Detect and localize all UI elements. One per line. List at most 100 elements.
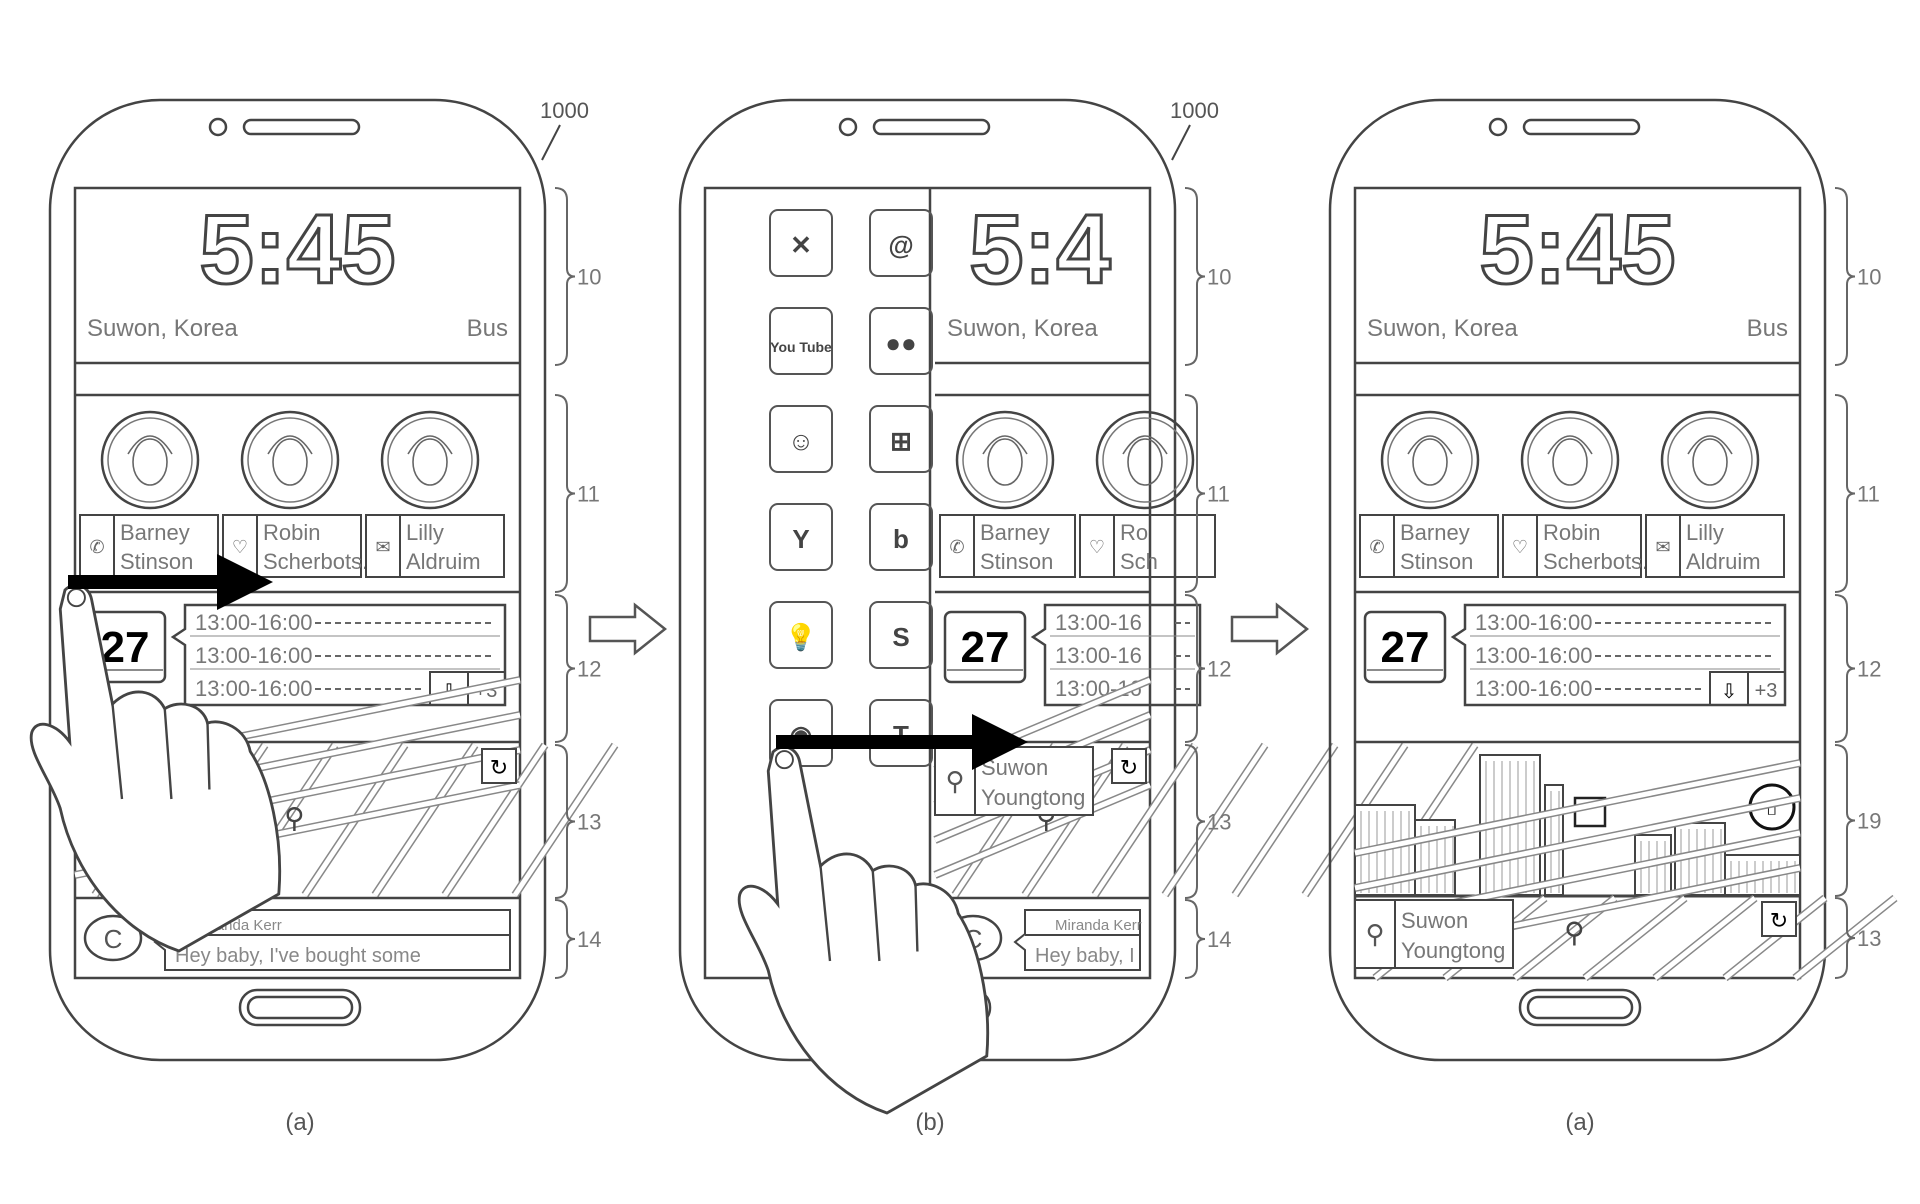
refresh-icon: ↻: [490, 755, 508, 780]
avatar-hair: [1687, 435, 1733, 455]
map-place-line2: Youngtong: [1401, 938, 1505, 963]
front-camera: [1488, 117, 1508, 137]
clock-time: 5:45: [1479, 194, 1675, 304]
map-road-fill: [1653, 896, 1757, 980]
region-label: 14: [577, 927, 601, 952]
event-time: 13:00-16:00: [195, 643, 312, 668]
screen: [1353, 186, 1802, 980]
speaker-grille: [1522, 118, 1641, 136]
location-label: Suwon, Korea: [1367, 315, 1518, 342]
fingertip: [66, 588, 86, 608]
event-time: 13:00-16:00: [195, 676, 312, 701]
region-label: 12: [577, 657, 601, 682]
events-bubble: [1450, 603, 1787, 707]
beats-icon: b: [893, 524, 909, 554]
avatar-face: [1412, 438, 1448, 486]
finger-lines: [111, 703, 211, 800]
home-button-inner: [1526, 995, 1634, 1020]
region-label: 11: [1857, 482, 1880, 507]
contact-chip: [939, 514, 1076, 578]
home-button: [1518, 988, 1642, 1027]
phone-body: [1328, 98, 1827, 1062]
contact-first-name: Barney: [980, 520, 1050, 545]
contact-first-name: Barney: [120, 520, 190, 545]
contact-last-name: Stinson: [1400, 549, 1473, 574]
swiping-hand: [29, 583, 282, 953]
yahoo-icon: Y: [792, 524, 809, 554]
avatar: [380, 410, 480, 510]
region-brace: [554, 187, 576, 366]
device-ref-label: 1000: [540, 98, 589, 123]
calendar-date-box: [1363, 610, 1447, 684]
refresh-icon: ↻: [1770, 908, 1788, 933]
contact-last-name: Sch: [1120, 549, 1158, 574]
avatar-hair: [267, 435, 313, 455]
avatar-hair: [407, 435, 453, 455]
avatar: [1095, 410, 1195, 510]
contact-last-name: Aldruim: [406, 549, 481, 574]
more-events-count: +3: [1755, 680, 1778, 702]
device-ref-label: 1000: [1170, 98, 1219, 123]
more-events-box: [1747, 671, 1786, 706]
panel-caption: (a): [285, 1109, 314, 1136]
calendar-day: 27: [961, 623, 1010, 672]
message-preview: Hey baby, I've bought some: [175, 945, 421, 967]
map-road-fill: [442, 743, 548, 897]
avatar-inner: [1527, 417, 1613, 503]
phone-icon: ✆: [949, 537, 964, 557]
app-icon-skype: [869, 601, 933, 669]
avatar: [1520, 410, 1620, 510]
avatar-hair: [1547, 435, 1593, 455]
avatar-hair: [1122, 435, 1168, 455]
home-button: [238, 988, 362, 1027]
contact-chip: [222, 514, 362, 578]
transition-arrow-b-to-a: [1230, 602, 1310, 656]
app-icon-windows: [869, 405, 933, 473]
region-label: 13: [1207, 810, 1231, 835]
messenger-icon: [83, 914, 143, 962]
download-icon: ⇩: [1721, 681, 1738, 703]
app-icon-xing: [769, 209, 833, 277]
device-ref-leader: [1171, 124, 1191, 161]
device-ref-leader: [541, 124, 561, 161]
avatar: [1660, 410, 1760, 510]
region-label: 11: [1207, 482, 1230, 507]
contact-first-name: Ro: [1120, 520, 1148, 545]
map-road-fill: [1354, 760, 1801, 856]
refresh-button: [1761, 901, 1797, 937]
region-label: 10: [1207, 265, 1231, 290]
events-bubble: [170, 603, 507, 707]
location-label: Suwon, Korea: [947, 315, 1098, 342]
skype-icon: S: [892, 622, 909, 652]
contact-first-name: Robin: [263, 520, 320, 545]
avatar-face: [1127, 438, 1163, 486]
map-place-line1: Suwon: [981, 755, 1048, 780]
region-label: 12: [1207, 657, 1231, 682]
map-pin-icon: ⚲: [284, 803, 305, 834]
map-road-fill: [372, 743, 478, 897]
event-time: 13:00-16:00: [1475, 676, 1592, 701]
region-brace: [554, 744, 576, 899]
map-road-fill: [1583, 896, 1687, 980]
transition-arrow-a-to-b: [588, 602, 668, 656]
region-brace: [1184, 187, 1206, 366]
region-brace: [1184, 899, 1206, 979]
avatar: [240, 410, 340, 510]
chat-bubble-icon: ♡: [1089, 537, 1105, 557]
avatar-hair: [1407, 435, 1453, 455]
avatar-inner: [962, 417, 1048, 503]
windows-icon: ⊞: [890, 426, 912, 456]
region-label: 14: [1207, 927, 1231, 952]
app-icon-yahoo: [769, 503, 833, 571]
contact-chip: [1359, 514, 1499, 578]
avatar-inner: [1667, 417, 1753, 503]
panel-caption: (a): [1565, 1109, 1594, 1136]
map-road-fill: [1162, 743, 1268, 897]
location-pin-icon: ⚲: [945, 766, 964, 796]
map-pin-icon: ⚲: [1564, 917, 1585, 948]
front-camera: [838, 117, 858, 137]
location-pin-icon: ⚲: [1365, 919, 1384, 949]
contact-last-name: Aldruim: [1686, 549, 1761, 574]
contact-last-name: Stinson: [980, 549, 1053, 574]
